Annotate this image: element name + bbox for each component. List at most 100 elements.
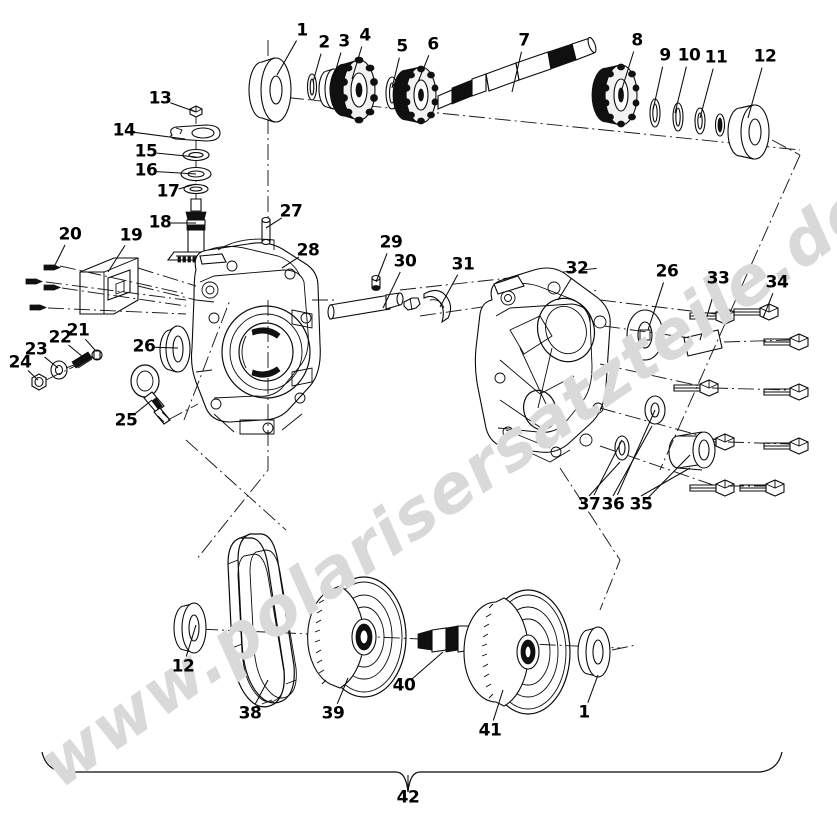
assembly-bracket xyxy=(42,752,782,792)
leader-line-27 xyxy=(266,218,282,228)
leader-line-1b xyxy=(588,675,598,703)
leader-line-16 xyxy=(157,172,196,174)
right-gearcase-cover xyxy=(475,268,610,462)
callout-number-31: 31 xyxy=(451,254,475,275)
leader-line-24 xyxy=(28,371,38,380)
part-1-bearing-seal xyxy=(249,58,291,122)
leader-line-26b xyxy=(648,282,664,330)
leader-line-29 xyxy=(376,253,387,282)
part-21-dowel-pin xyxy=(92,350,102,360)
part-11-shim-b xyxy=(716,114,725,136)
callout-number-15: 15 xyxy=(134,141,158,162)
leader-line-12 xyxy=(748,68,762,118)
leader-line-3 xyxy=(332,53,341,83)
leader-line-8 xyxy=(620,51,634,95)
callout-number-37: 37 xyxy=(577,494,601,515)
callout-number-27: 27 xyxy=(279,201,303,222)
part-31-shift-fork xyxy=(404,290,451,322)
callout-number-25: 25 xyxy=(114,410,138,431)
part-7-main-shaft xyxy=(438,36,598,109)
leader-line-20 xyxy=(55,245,65,265)
callout-number-1: 1 xyxy=(296,20,308,41)
leader-line-12b xyxy=(186,625,196,656)
callout-number-22: 22 xyxy=(48,327,72,348)
part-25-dipstick xyxy=(131,365,170,424)
leader-line-10 xyxy=(675,67,686,113)
callout-number-32: 32 xyxy=(565,258,589,279)
callout-number-41: 41 xyxy=(478,720,502,741)
leader-line-28 xyxy=(282,257,299,268)
callout-number-28: 28 xyxy=(296,240,320,261)
part-29-plug xyxy=(372,276,380,291)
part-4-gear xyxy=(330,57,378,123)
leader-line-41 xyxy=(493,690,503,721)
part-37-o-ring xyxy=(615,436,629,460)
leader-line-38 xyxy=(255,680,268,704)
callout-number-35: 35 xyxy=(629,494,653,515)
callout-number-6: 6 xyxy=(427,34,439,55)
leader-line-13 xyxy=(170,103,196,112)
callout-number-29: 29 xyxy=(379,232,403,253)
callout-number-30: 30 xyxy=(393,251,417,272)
callout-number-23: 23 xyxy=(24,339,48,360)
left-gearcase-half xyxy=(192,243,321,434)
callout-number-42: 42 xyxy=(396,787,420,808)
part-33-cover-plate xyxy=(684,330,722,356)
callout-number-12: 12 xyxy=(753,46,777,67)
leader-line-33 xyxy=(700,290,715,340)
callout-number-39: 39 xyxy=(321,703,345,724)
leader-line-37 xyxy=(594,440,622,495)
part-14-shift-lever xyxy=(171,125,220,141)
callout-number-8: 8 xyxy=(631,30,643,51)
leader-line-15 xyxy=(157,153,196,157)
callout-number-1b: 1 xyxy=(578,702,590,723)
callout-number-10: 10 xyxy=(677,45,701,66)
callout-number-13: 13 xyxy=(148,88,172,109)
leader-line-7 xyxy=(512,52,521,92)
part-39-driven-gear xyxy=(308,577,406,697)
callout-number-9: 9 xyxy=(659,45,671,66)
leader-line-23 xyxy=(45,357,58,368)
callout-number-24: 24 xyxy=(8,352,32,373)
callout-number-11: 11 xyxy=(704,47,728,68)
leader-line-30 xyxy=(383,272,400,308)
part-34-bolts xyxy=(673,303,809,497)
part-1-bearing-seal-lower xyxy=(578,627,610,677)
lower-drive-assembly xyxy=(174,534,636,714)
callout-number-18: 18 xyxy=(148,212,172,233)
leader-line-6 xyxy=(418,55,429,82)
part-26-seal-left xyxy=(160,326,190,372)
part-6-sprocket xyxy=(393,66,438,124)
callout-number-14: 14 xyxy=(112,120,136,141)
callout-number-26: 26 xyxy=(132,336,156,357)
part-11-shim-a xyxy=(695,108,705,134)
part-2-thin-washer xyxy=(308,74,317,100)
leader-line-21 xyxy=(85,339,95,350)
leader-line-17 xyxy=(179,184,196,189)
part-12-bearing xyxy=(728,105,769,159)
part-38-drive-chain xyxy=(228,534,296,707)
callout-number-34: 34 xyxy=(765,272,789,293)
callout-number-2: 2 xyxy=(318,32,330,53)
callout-number-4: 4 xyxy=(359,25,371,46)
callout-number-3: 3 xyxy=(338,31,350,52)
leader-line-19 xyxy=(108,245,125,272)
callout-number-12b: 12 xyxy=(171,656,195,677)
callout-number-16: 16 xyxy=(134,160,158,181)
part-9-washer xyxy=(650,99,660,127)
leader-line-14 xyxy=(135,132,185,139)
leader-line-11 xyxy=(700,69,713,118)
part-26-seal-right xyxy=(627,310,663,360)
part-18-shift-shaft xyxy=(168,199,220,262)
leader-line-39 xyxy=(337,678,348,704)
callout-number-5: 5 xyxy=(396,36,408,57)
callout-leader-lines xyxy=(28,41,773,787)
callout-number-7: 7 xyxy=(518,30,530,51)
part-22-spring xyxy=(72,352,92,368)
part-12-bearing-lower xyxy=(174,603,206,653)
part-19-cover-plate xyxy=(80,258,138,314)
leader-line-36 xyxy=(617,410,655,495)
leader-line-1 xyxy=(277,41,297,75)
